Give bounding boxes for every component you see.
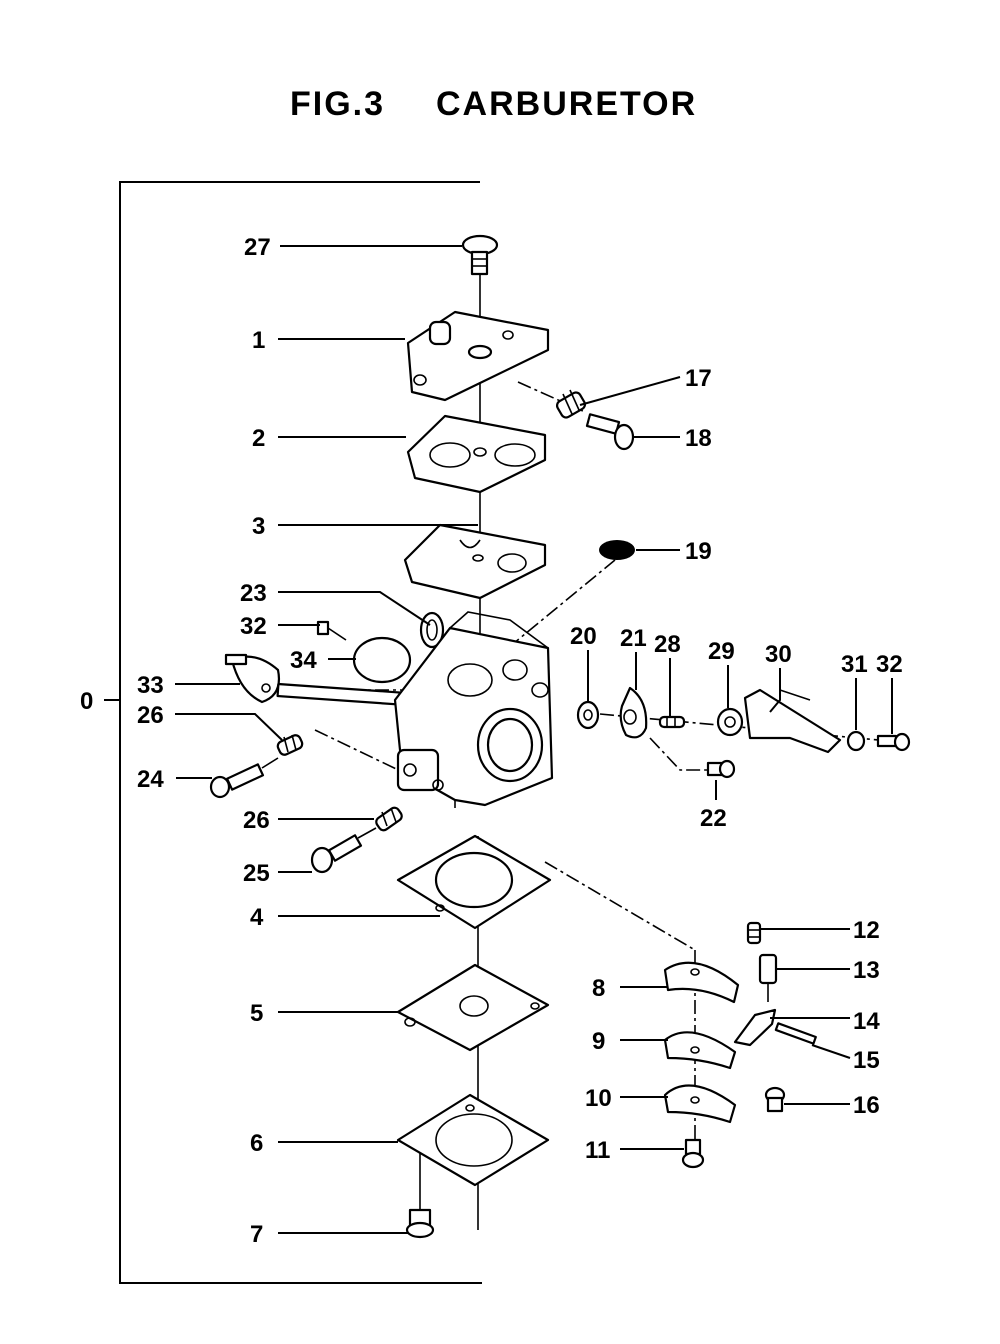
callout-32-right: 32 bbox=[876, 651, 903, 678]
part-12-spring bbox=[746, 921, 762, 945]
assembly-label: 0 bbox=[80, 688, 93, 715]
part-34-plate bbox=[352, 636, 412, 684]
assembly-bracket bbox=[104, 181, 482, 1284]
part-9-plate bbox=[663, 1031, 737, 1070]
part-2-gasket bbox=[406, 414, 547, 494]
callout-19: 19 bbox=[685, 538, 712, 565]
part-17-spring bbox=[555, 389, 587, 419]
callout-25: 25 bbox=[243, 860, 270, 887]
callout-20: 20 bbox=[570, 623, 597, 650]
part-32-screw-right bbox=[876, 732, 911, 752]
callout-12: 12 bbox=[853, 917, 880, 944]
part-26-spring-upper bbox=[276, 734, 304, 756]
callout-33: 33 bbox=[137, 672, 164, 699]
part-11-screw bbox=[681, 1138, 705, 1169]
callout-27: 27 bbox=[244, 234, 271, 261]
part-13-needle bbox=[758, 953, 778, 1002]
callout-22: 22 bbox=[700, 805, 727, 832]
callout-9: 9 bbox=[592, 1028, 605, 1055]
part-26-spring-lower bbox=[375, 806, 403, 832]
callout-5: 5 bbox=[250, 1000, 263, 1027]
callout-15: 15 bbox=[853, 1047, 880, 1074]
callout-4: 4 bbox=[250, 904, 264, 931]
part-27-screw bbox=[461, 234, 499, 276]
leader-lines bbox=[175, 245, 893, 1234]
callout-11: 11 bbox=[585, 1137, 610, 1164]
callout-18: 18 bbox=[685, 425, 712, 452]
part-3-diaphragm bbox=[403, 523, 547, 600]
part-16-screw bbox=[764, 1086, 786, 1113]
callout-26-lower: 26 bbox=[243, 807, 270, 834]
figure-number: FIG.3 bbox=[290, 85, 385, 123]
callout-6: 6 bbox=[250, 1130, 263, 1157]
callout-23: 23 bbox=[240, 580, 267, 607]
part-10-plate bbox=[663, 1084, 737, 1124]
part-19-filter bbox=[599, 540, 635, 560]
part-24-needle bbox=[209, 757, 279, 799]
carburetor-body bbox=[393, 611, 554, 808]
callout-7: 7 bbox=[250, 1221, 263, 1248]
part-21-lever bbox=[619, 686, 648, 739]
callout-31: 31 bbox=[841, 651, 868, 678]
part-6-cover bbox=[396, 1093, 550, 1187]
callout-32-left: 32 bbox=[240, 613, 267, 640]
callout-17: 17 bbox=[685, 365, 712, 392]
part-25-needle bbox=[310, 827, 377, 874]
part-20-washer bbox=[576, 700, 600, 730]
part-1-pump-cover bbox=[406, 310, 550, 402]
callout-24: 24 bbox=[137, 766, 164, 793]
part-5-diaphragm bbox=[396, 963, 550, 1052]
callout-34: 34 bbox=[290, 647, 317, 674]
part-31-washer bbox=[846, 730, 866, 752]
part-7-screw bbox=[405, 1208, 435, 1239]
callout-10: 10 bbox=[585, 1085, 612, 1112]
callout-1: 1 bbox=[252, 327, 265, 354]
callout-8: 8 bbox=[592, 975, 605, 1002]
callout-3: 3 bbox=[252, 513, 265, 540]
part-8-plate bbox=[663, 961, 740, 1004]
callout-16: 16 bbox=[853, 1092, 880, 1119]
part-18-screw bbox=[585, 413, 635, 451]
part-22-screw bbox=[706, 759, 736, 779]
figure-title: CARBURETOR bbox=[436, 85, 697, 123]
callout-30: 30 bbox=[765, 641, 792, 668]
part-33-throttle-shaft bbox=[224, 653, 410, 707]
part-14-lever bbox=[733, 1008, 777, 1047]
part-4-gasket bbox=[396, 834, 552, 930]
callout-21: 21 bbox=[620, 625, 647, 652]
callout-14: 14 bbox=[853, 1008, 880, 1035]
callout-13: 13 bbox=[853, 957, 880, 984]
part-15-pin bbox=[774, 1022, 817, 1045]
part-32-screw-left bbox=[316, 620, 347, 641]
part-30-bracket bbox=[743, 688, 842, 754]
callout-29: 29 bbox=[708, 638, 735, 665]
callout-28: 28 bbox=[654, 631, 681, 658]
callout-26-upper: 26 bbox=[137, 702, 164, 729]
callout-2: 2 bbox=[252, 425, 265, 452]
part-29-washer bbox=[716, 707, 744, 737]
part-28-spring bbox=[658, 715, 686, 729]
